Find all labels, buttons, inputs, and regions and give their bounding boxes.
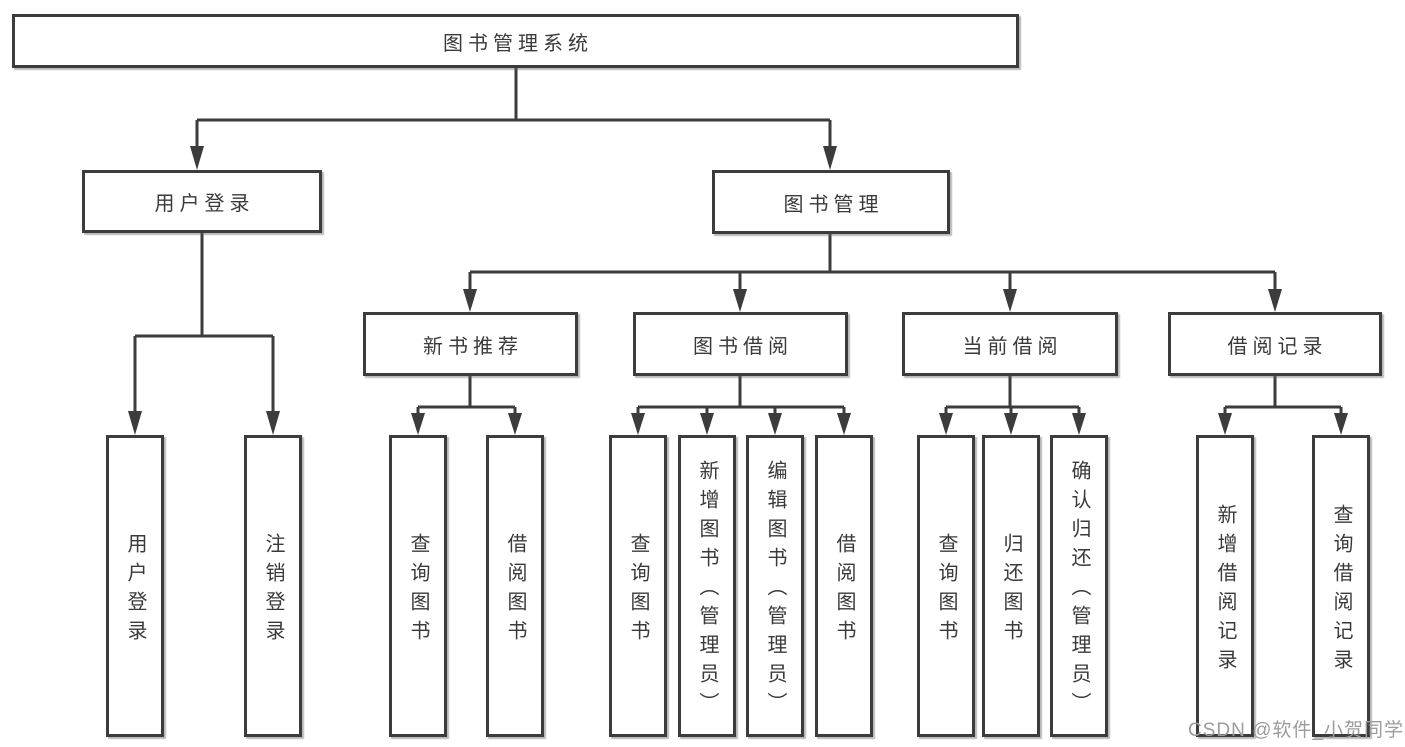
leaf-add-books-admin-label: 新增图书（管理员） — [696, 460, 718, 721]
node-book-borrowing-label: 图书借阅 — [693, 335, 793, 358]
connector-borrow-record — [1223, 376, 1343, 416]
leaf-query-borrow-record-label: 查询借阅记录 — [1330, 503, 1352, 678]
leaf-logout: 注销登录 — [244, 435, 302, 737]
leaf-borrow-books-recommend-label: 借阅图书 — [504, 532, 526, 649]
leaf-add-borrow-record-label: 新增借阅记录 — [1214, 503, 1236, 678]
arrowheads — [128, 146, 1348, 435]
leaf-confirm-return-admin: 确认归还（管理员） — [1050, 435, 1108, 737]
connector-book-mgmt — [468, 234, 1277, 292]
leaf-borrow-books: 借阅图书 — [815, 435, 873, 737]
connector-new-book-rec — [416, 376, 517, 416]
connector-root — [195, 67, 832, 148]
connector-current-borrow — [944, 376, 1081, 416]
node-current-borrowing: 当前借阅 — [902, 312, 1118, 376]
node-new-book-recommendation-label: 新书推荐 — [423, 335, 523, 358]
node-root-system: 图书管理系统 — [12, 14, 1019, 68]
leaf-user-login: 用户登录 — [106, 435, 164, 737]
leaf-logout-label: 注销登录 — [262, 532, 284, 649]
leaf-query-books-borrowing: 查询图书 — [609, 435, 667, 737]
node-user-login: 用户登录 — [82, 170, 322, 233]
node-user-login-label: 用户登录 — [154, 193, 255, 215]
node-current-borrowing-label: 当前借阅 — [962, 335, 1063, 358]
leaf-add-borrow-record: 新增借阅记录 — [1196, 435, 1254, 737]
node-book-management-label: 图书管理 — [783, 193, 884, 216]
leaf-edit-books-admin: 编辑图书（管理员） — [746, 435, 804, 737]
leaf-query-borrow-record: 查询借阅记录 — [1312, 435, 1370, 737]
node-root-label: 图书管理系统 — [443, 32, 593, 55]
node-book-borrowing: 图书借阅 — [633, 312, 848, 376]
leaf-query-books-current-label: 查询图书 — [935, 532, 957, 649]
node-new-book-recommendation: 新书推荐 — [363, 312, 578, 376]
node-book-management: 图书管理 — [712, 170, 950, 234]
node-borrowing-records-label: 借阅记录 — [1227, 335, 1328, 358]
leaf-return-books-label: 归还图书 — [1000, 532, 1022, 649]
leaf-add-books-admin: 新增图书（管理员） — [678, 435, 736, 737]
csdn-watermark: CSDN @软件_小贺同学 — [1188, 720, 1404, 741]
leaf-query-books-current: 查询图书 — [917, 435, 975, 737]
leaf-return-books: 归还图书 — [982, 435, 1040, 737]
node-borrowing-records: 借阅记录 — [1168, 312, 1382, 376]
leaf-query-books-recommend-label: 查询图书 — [407, 532, 429, 649]
leaf-user-login-label: 用户登录 — [124, 532, 146, 649]
connector-user-login — [133, 233, 275, 413]
leaf-confirm-return-admin-label: 确认归还（管理员） — [1068, 460, 1090, 721]
leaf-edit-books-admin-label: 编辑图书（管理员） — [764, 460, 786, 721]
leaf-query-books-recommend: 查询图书 — [389, 435, 447, 737]
connector-book-borrow — [636, 376, 846, 416]
leaf-borrow-books-label: 借阅图书 — [833, 532, 855, 649]
leaf-borrow-books-recommend: 借阅图书 — [486, 435, 544, 737]
leaf-query-books-borrowing-label: 查询图书 — [627, 532, 649, 649]
